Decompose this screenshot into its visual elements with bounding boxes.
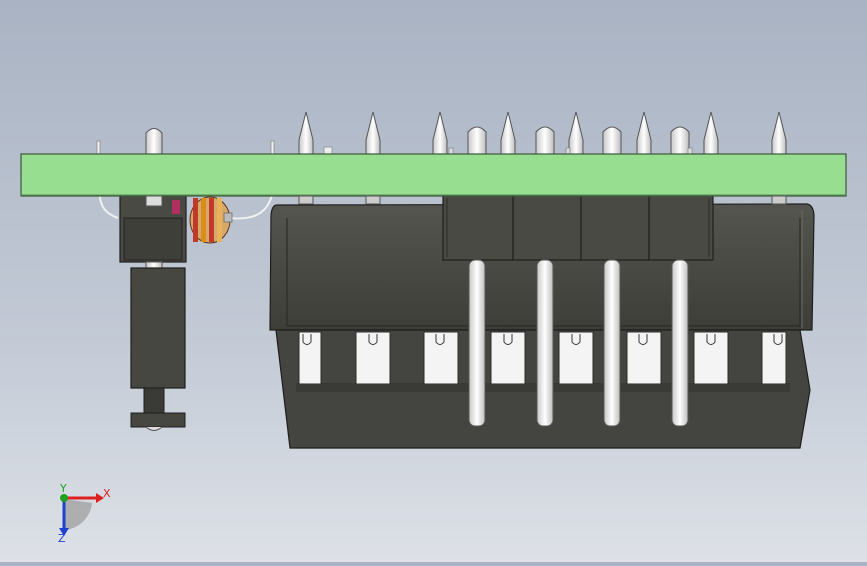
resistor xyxy=(189,196,233,244)
model-geometry xyxy=(223,212,233,223)
model-geometry xyxy=(773,334,783,345)
y-axis-dot xyxy=(60,494,68,502)
pin-spike xyxy=(636,111,652,156)
contact-slot xyxy=(423,331,459,385)
model-geometry xyxy=(130,267,186,389)
pin-rounded xyxy=(467,126,487,156)
model-geometry xyxy=(123,217,183,261)
model-geometry xyxy=(99,194,119,219)
side-connector xyxy=(99,194,273,431)
model-geometry xyxy=(771,195,787,205)
model-geometry xyxy=(580,194,650,261)
x-axis-label: X xyxy=(103,487,111,500)
pin-rounded xyxy=(602,126,622,156)
contact-slot xyxy=(355,331,391,385)
pin-spike xyxy=(703,111,719,156)
long-pin xyxy=(468,259,486,427)
long-pin xyxy=(671,259,689,427)
contact-slot xyxy=(626,331,662,385)
model-geometry xyxy=(59,528,69,536)
long-pin xyxy=(536,259,554,427)
model-geometry xyxy=(298,195,314,205)
model-geometry xyxy=(172,200,180,214)
model-geometry xyxy=(302,334,312,345)
lead-wire xyxy=(96,140,101,156)
model-geometry xyxy=(503,334,513,345)
triad-shadow xyxy=(64,499,92,530)
model-geometry xyxy=(435,334,445,345)
model-geometry xyxy=(96,493,104,503)
model-geometry xyxy=(571,334,581,345)
model-geometry xyxy=(365,195,381,205)
model-geometry xyxy=(638,334,648,345)
z-axis-label: Z xyxy=(58,532,66,545)
long-pin xyxy=(603,259,621,427)
model-geometry xyxy=(368,334,378,345)
pin-spike xyxy=(298,111,314,156)
pin-blocks xyxy=(442,194,714,427)
pin-spike xyxy=(568,111,584,156)
pin-spike xyxy=(365,111,381,156)
model-geometry xyxy=(512,194,582,261)
model-geometry xyxy=(648,194,714,261)
model-geometry xyxy=(145,195,163,207)
contact-slot xyxy=(558,331,594,385)
model-geometry xyxy=(145,426,163,431)
contact-slot xyxy=(298,331,322,385)
pin-spike xyxy=(500,111,516,156)
model-geometry xyxy=(143,387,165,415)
pin-rounded xyxy=(535,126,555,156)
contact-slot xyxy=(693,331,729,385)
model-geometry xyxy=(209,198,214,242)
lead-wire xyxy=(270,140,275,156)
pin-rounded xyxy=(145,128,163,156)
model-geometry xyxy=(193,198,198,242)
pin-spike xyxy=(771,111,787,156)
model-geometry xyxy=(442,194,514,261)
model-geometry xyxy=(229,194,273,220)
model-geometry xyxy=(217,198,222,242)
pin-rounded xyxy=(670,126,690,156)
header-pins-top xyxy=(96,111,787,156)
model-geometry xyxy=(130,412,186,428)
model-geometry xyxy=(298,111,314,156)
model-geometry xyxy=(201,198,206,242)
model-geometry xyxy=(706,334,716,345)
pin-spike xyxy=(432,111,448,156)
pcb-board xyxy=(20,153,847,197)
contact-slots xyxy=(298,331,787,385)
y-axis-label: Y xyxy=(59,482,67,495)
contact-slot xyxy=(490,331,526,385)
axis-triad: X Y Z xyxy=(58,482,111,545)
